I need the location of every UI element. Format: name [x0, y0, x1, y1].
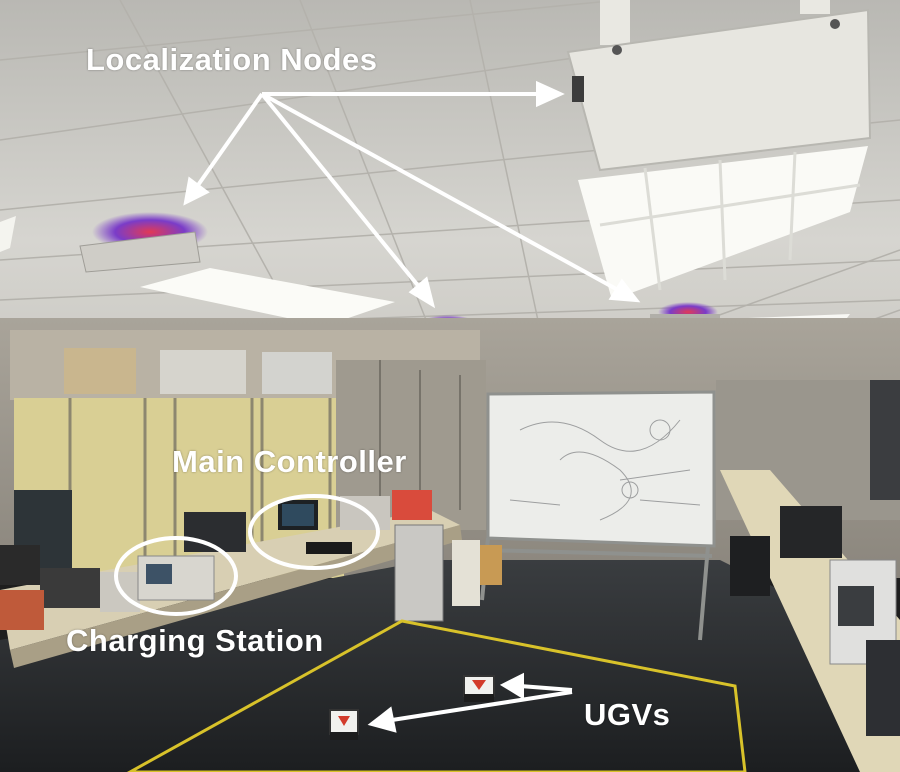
right-workbench — [716, 380, 900, 772]
ugv-robot — [463, 675, 495, 702]
localization-node-panel — [566, 0, 872, 172]
main-controller-highlight — [248, 494, 380, 570]
charging-station-label: Charging Station — [66, 623, 324, 658]
arena-border — [126, 619, 747, 772]
localization-node — [79, 212, 208, 273]
ceiling-light — [140, 268, 395, 326]
localization-arrows — [183, 80, 641, 309]
ugv-arrows — [367, 672, 573, 733]
charging-station-highlight — [114, 536, 238, 616]
localization-nodes-label: Localization Nodes — [86, 42, 378, 77]
ugvs-label: UGVs — [584, 697, 671, 732]
whiteboard — [480, 390, 716, 641]
left-workbench — [0, 490, 502, 668]
ugv-robot — [329, 709, 359, 740]
main-controller-label: Main Controller — [172, 444, 407, 479]
ceiling-light-grid — [599, 151, 861, 291]
ceiling-light — [0, 216, 16, 252]
